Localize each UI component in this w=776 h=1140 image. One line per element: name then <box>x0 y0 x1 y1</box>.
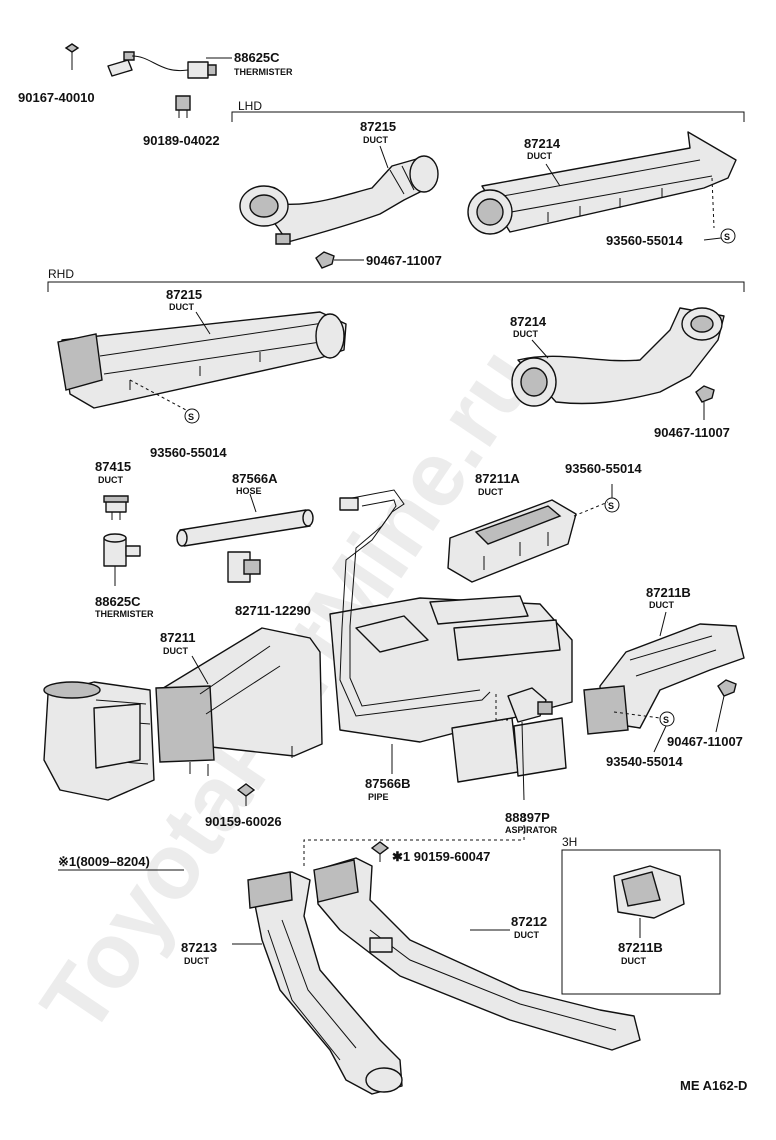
svg-text:S: S <box>608 501 614 511</box>
label-87212: 87212 <box>511 914 547 929</box>
label-93560-rhd: 93560-55014 <box>150 445 227 460</box>
label-88625c-mid: 88625C <box>95 594 141 609</box>
label-duct-87211a: DUCT <box>478 487 503 497</box>
clip-s-b-icon <box>659 711 675 727</box>
label-88897p: 88897P <box>505 810 550 825</box>
duct-87213-icon <box>247 871 403 1095</box>
label-90159-60047: ✱1 90159-60047 <box>392 849 490 864</box>
duct-87212-icon <box>313 857 641 1051</box>
duct-87214-rhd-icon <box>511 307 725 407</box>
label-93560-mid: 93560-55014 <box>565 461 642 476</box>
clip-s-rhd-icon <box>184 408 200 424</box>
svg-text:S: S <box>724 232 730 242</box>
section-range: ※1(8009–8204) <box>58 854 150 869</box>
label-thermister-top: THERMISTER <box>234 67 293 77</box>
label-87211: 87211 <box>160 630 195 645</box>
label-duct-87214-lhd: DUCT <box>527 151 552 161</box>
rhd-bracket <box>47 281 745 292</box>
section-rhd: RHD <box>48 267 74 281</box>
thermister-88625c-mid-icon <box>103 533 141 586</box>
label-87215-rhd: 87215 <box>166 287 202 302</box>
label-87215-lhd: 87215 <box>360 119 396 134</box>
label-duct-87211b: DUCT <box>649 600 674 610</box>
label-pipe: PIPE <box>368 792 389 802</box>
box-3h <box>561 849 721 995</box>
label-90159-60026: 90159-60026 <box>205 814 282 829</box>
clip-s-lhd-icon <box>720 228 736 244</box>
label-duct-87211: DUCT <box>163 646 188 656</box>
duct-87215-lhd-icon <box>239 155 439 245</box>
label-90167-40010: 90167-40010 <box>18 90 95 105</box>
label-87415: 87415 <box>95 459 131 474</box>
label-hose: HOSE <box>236 486 262 496</box>
thermister-88625c-top-icon <box>107 51 217 79</box>
section-lhd: LHD <box>238 99 262 113</box>
hose-87566a-icon <box>176 509 314 547</box>
label-87211b: 87211B <box>646 585 691 600</box>
screw-90159-60047-icon <box>370 841 390 862</box>
duct-87211-icon <box>155 627 323 776</box>
clip-90189-icon <box>175 95 191 118</box>
label-87211a: 87211A <box>475 471 520 486</box>
blower-unit-icon <box>43 681 155 801</box>
label-duct-87211b-3h: DUCT <box>621 956 646 966</box>
label-93540: 93540-55014 <box>606 754 683 769</box>
label-duct-87415: DUCT <box>98 475 123 485</box>
screw-90159-60026-icon <box>236 783 256 806</box>
duct-87211b-3h-icon <box>613 865 685 919</box>
label-duct-87213: DUCT <box>184 956 209 966</box>
pipe-87566b-icon <box>339 489 491 717</box>
label-90467-rhd: 90467-11007 <box>654 425 730 440</box>
duct-87415-icon <box>103 495 129 520</box>
duct-87211b-icon <box>583 623 745 735</box>
duct-87215-rhd-icon <box>57 311 347 409</box>
label-duct-87212: DUCT <box>514 930 539 940</box>
label-87566b: 87566B <box>365 776 411 791</box>
label-82711: 82711-12290 <box>235 603 311 618</box>
section-3h: 3H <box>562 835 577 849</box>
bolt-90167-icon <box>64 43 80 70</box>
clip-90467-rhd-icon <box>695 385 715 403</box>
label-90467-b: 90467-11007 <box>667 734 743 749</box>
label-87214-lhd: 87214 <box>524 136 561 151</box>
label-duct-87215-rhd: DUCT <box>169 302 194 312</box>
diagram-reference: ME A162-D <box>680 1078 747 1093</box>
label-90467-lhd: 90467-11007 <box>366 253 442 268</box>
label-87566a: 87566A <box>232 471 278 486</box>
svg-text:S: S <box>663 715 669 725</box>
label-duct-87214-rhd: DUCT <box>513 329 538 339</box>
lhd-bracket <box>231 111 745 122</box>
label-90189-04022: 90189-04022 <box>143 133 220 148</box>
label-87211b-3h: 87211B <box>618 940 663 955</box>
label-87214-rhd: 87214 <box>510 314 547 329</box>
label-93560-lhd: 93560-55014 <box>606 233 683 248</box>
duct-87214-lhd-icon <box>467 131 737 235</box>
label-thermister-mid: THERMISTER <box>95 609 154 619</box>
label-87213: 87213 <box>181 940 217 955</box>
label-aspirator: ASPIRATOR <box>505 825 558 835</box>
duct-87211a-icon <box>447 499 577 583</box>
label-88625c-top: 88625C <box>234 50 280 65</box>
clip-82711-icon <box>227 551 261 583</box>
clip-90467-lhd-icon <box>315 251 335 269</box>
svg-text:S: S <box>188 412 194 422</box>
aspirator-88897p-icon <box>507 687 553 801</box>
label-duct-87215-lhd: DUCT <box>363 135 388 145</box>
clip-90467-b-icon <box>717 679 737 697</box>
heater-unit-icon <box>329 595 573 783</box>
